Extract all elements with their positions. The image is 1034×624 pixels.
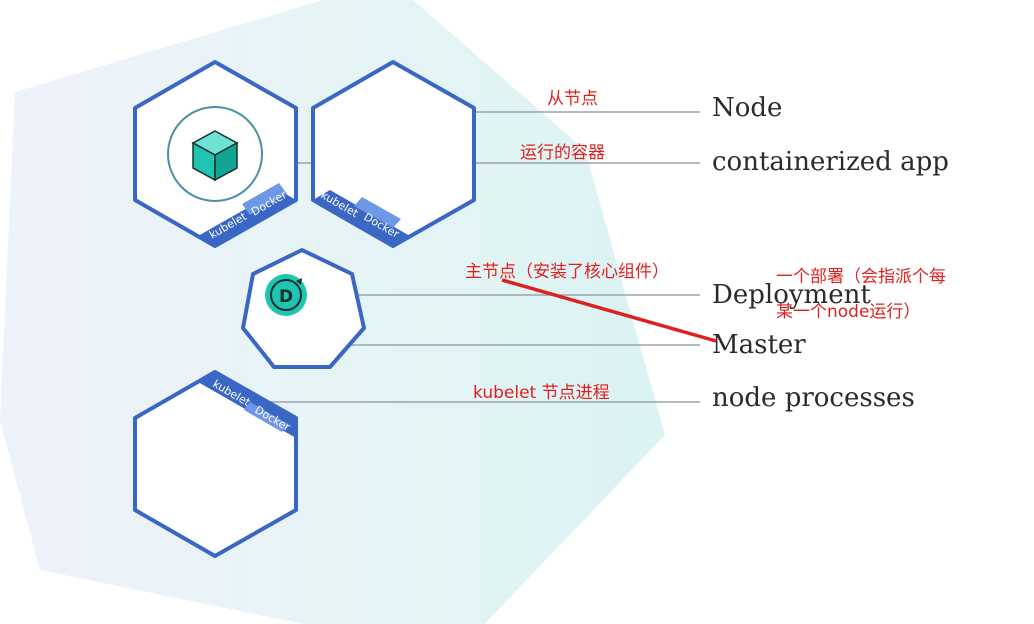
term-master: Master — [712, 330, 806, 360]
master-heptagon: D — [241, 248, 366, 369]
node-hexagon-1: kubelet Docker — [133, 60, 298, 248]
node-hexagon-3: kubelet Docker — [133, 370, 298, 558]
annotation-deployment-line2: 某一个node运行） — [776, 302, 920, 322]
app-ring — [167, 106, 263, 202]
term-deployment: Deployment — [712, 280, 871, 310]
kubelet-badge — [313, 190, 410, 246]
annotation-app: 运行的容器 — [520, 143, 605, 163]
deployment-icon-letter: D — [279, 287, 293, 307]
term-node: Node — [712, 93, 782, 123]
cube-icon — [191, 130, 239, 182]
term-containerized-app: containerized app — [712, 147, 949, 177]
kubelet-badge — [198, 190, 296, 246]
annotation-master: 主节点（安装了核心组件） — [465, 262, 669, 282]
annotation-arrow — [501, 278, 717, 343]
node-hexagon-2: kubelet Docker — [311, 60, 476, 248]
deployment-icon: D — [265, 274, 307, 316]
annotation-deployment-line1: 一个部署（会指派个每 — [776, 267, 946, 287]
docker-badge — [354, 197, 401, 228]
docker-badge — [244, 402, 288, 432]
docker-badge — [242, 183, 287, 215]
annotation-node: 从节点 — [547, 89, 598, 109]
term-node-processes: node processes — [712, 383, 915, 413]
annotation-processes: kubelet 节点进程 — [473, 383, 610, 403]
